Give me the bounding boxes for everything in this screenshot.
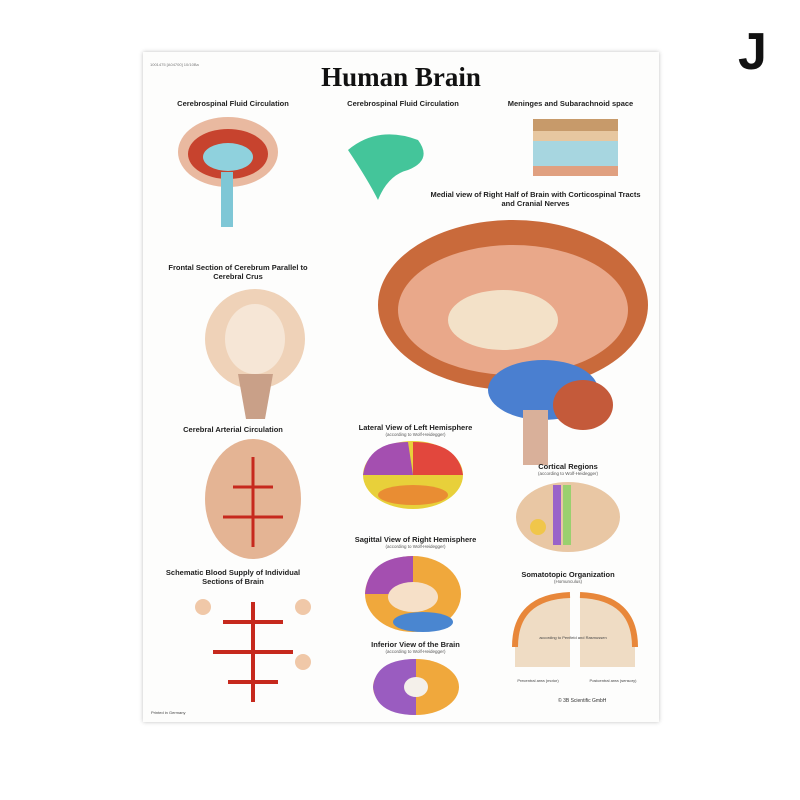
precentral-label: Precentral area (motor): [517, 678, 559, 683]
corner-letter: J: [738, 23, 767, 81]
brain-poster: 1001475 [A04700] 10/10Ba Human Brain Cer…: [143, 52, 659, 722]
cortical-subtitle: (according to Wolf-Heidegger): [538, 471, 598, 476]
section-title-csf-1: Cerebrospinal Fluid Circulation: [177, 99, 289, 108]
section-title-somatotopic: Somatotopic Organization: [521, 570, 615, 579]
sagittal-subtitle: (according to Wolf-Heidegger): [385, 544, 446, 549]
section-title-blood-supply: Schematic Blood Supply of Individual Sec…: [165, 568, 301, 586]
section-title-arterial: Cerebral Arterial Circulation: [183, 425, 283, 434]
somatotopic-subtitle: (Homunculus): [553, 579, 582, 584]
section-title-csf-2: Cerebrospinal Fluid Circulation: [347, 99, 459, 108]
copyright: © 3B Scientific GmbH: [558, 698, 607, 704]
section-title-frontal: Frontal Section of Cerebrum Parallel to …: [168, 263, 308, 281]
section-title-meninges: Meninges and Subarachnoid space: [507, 99, 634, 108]
section-title-lateral: Lateral View of Left Hemisphere: [358, 423, 473, 432]
blood-supply-illustration: [195, 599, 311, 702]
arterial-illustration: [205, 439, 301, 559]
inferior-subtitle: (according to Wolf-Heidegger): [385, 649, 446, 654]
somatotopic-note: according to Penfield and Rasmussen: [539, 635, 607, 640]
section-title-cortical: Cortical Regions: [538, 462, 598, 471]
lateral-subtitle: (according to Wolf-Heidegger): [385, 432, 446, 437]
csf-sagittal-illustration: [178, 117, 278, 227]
homunculus-illustration: [512, 592, 638, 667]
frontal-section-illustration: [205, 289, 305, 419]
cortical-regions-illustration: [516, 482, 620, 552]
lateral-hemisphere-illustration: [363, 441, 463, 509]
medial-brain-illustration: [378, 220, 648, 465]
inferior-brain-illustration: [373, 659, 459, 715]
section-title-inferior: Inferior View of the Brain: [371, 640, 460, 649]
product-code: 1001475 [A04700] 10/10Ba: [150, 62, 199, 67]
meninges-illustration: [533, 119, 618, 176]
ventricles-illustration: [348, 134, 424, 200]
section-title-sagittal: Sagittal View of Right Hemisphere: [354, 535, 477, 544]
postcentral-label: Postcentral area (sensory): [589, 678, 637, 683]
printed-in: Printed in Germany: [151, 710, 186, 715]
section-title-medial: Medial view of Right Half of Brain with …: [430, 190, 641, 208]
poster-title: Human Brain: [321, 62, 481, 92]
sagittal-hemisphere-illustration: [365, 556, 461, 632]
